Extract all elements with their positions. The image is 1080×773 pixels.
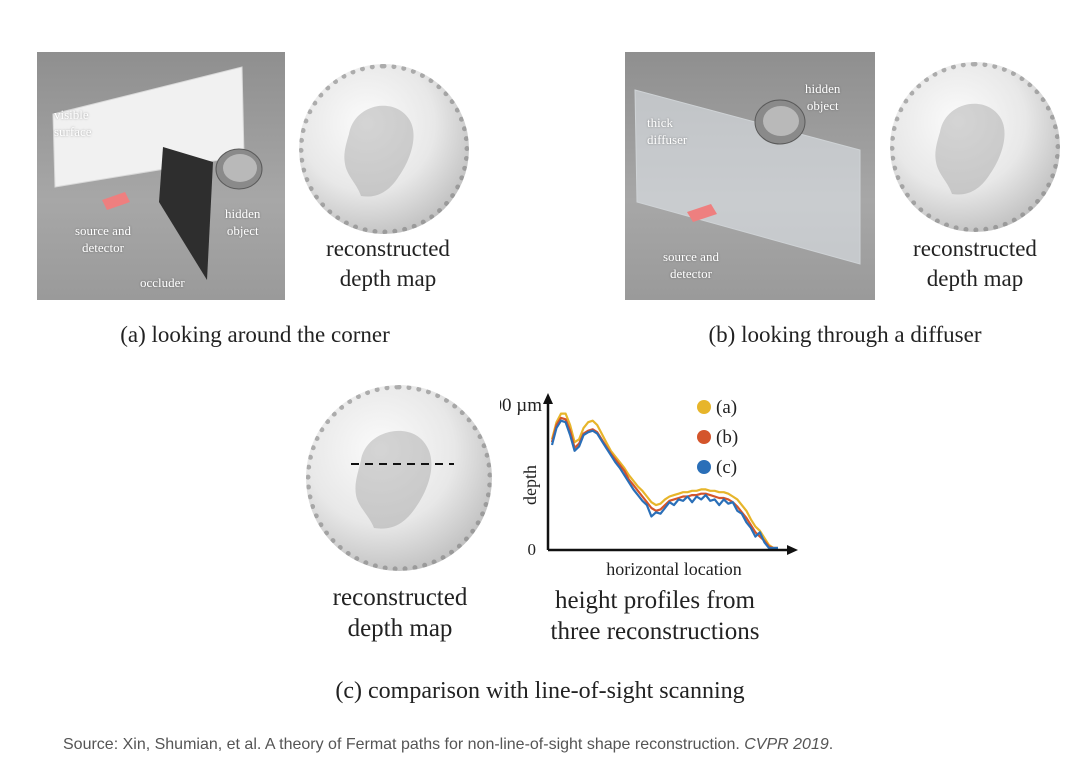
scene-a-geometry [37,52,285,300]
label-occluder: occluder [140,274,185,291]
scene-render-a: visible surface source and detector occl… [37,52,285,300]
label-thick-diffuser: thick diffuser [647,114,687,148]
depth-map-coin-c [306,385,492,571]
source-citation: Source: Xin, Shumian, et al. A theory of… [63,736,833,754]
label-source-detector: source and detector [75,222,131,256]
y-axis-arrow [543,393,553,404]
legend-label-1: (a) [716,397,737,418]
depth-map-caption-a: reconstructed depth map [303,234,473,294]
height-profile-chart: 500 µm 0 depth horizontal location (a) (b… [500,385,800,585]
source-venue: CVPR 2019 [744,736,829,753]
series-line-3 [552,421,778,548]
legend-label-2: (b) [716,427,738,448]
y-axis-label: depth [520,465,540,505]
scene-render-b: thick diffuser hidden object source and … [625,52,875,300]
label-hidden-object: hidden object [225,205,260,239]
caption-c: (c) comparison with line-of-sight scanni… [240,678,840,705]
occluder-plane [159,147,213,280]
series-line-2 [552,418,778,548]
label-visible-surface: visible surface [54,106,92,140]
coin-relief-b [890,62,1060,232]
label-hidden-object-b: hidden object [805,80,840,114]
legend-marker-2 [697,430,711,444]
caption-a: (a) looking around the corner [80,322,430,348]
legend: (a) (b) (c) [697,397,738,478]
hidden-coin-face-b [763,106,799,136]
legend-label-3: (c) [716,457,737,478]
depth-map-caption-c: reconstructed depth map [300,582,500,644]
depth-map-coin-a [299,64,469,234]
source-text: Source: Xin, Shumian, et al. A theory of… [63,736,744,753]
series-layer [552,414,778,548]
caption-b: (b) looking through a diffuser [670,322,1020,348]
depth-map-coin-b [890,62,1060,232]
legend-marker-3 [697,460,711,474]
source-suffix: . [829,736,833,753]
coin-relief-a [299,64,469,234]
x-axis-arrow [787,545,798,555]
hidden-coin-face [223,154,257,182]
coin-relief-c [306,385,492,571]
x-axis-label: horizontal location [606,559,741,579]
source-detector-box [102,192,130,210]
label-source-detector-b: source and detector [663,248,719,282]
plot-caption: height profiles from three reconstructio… [525,585,785,647]
depth-map-caption-b: reconstructed depth map [890,234,1060,294]
y-bottom-tick-label: 0 [528,540,537,559]
y-top-tick-label: 500 µm [500,395,542,416]
legend-marker-1 [697,400,711,414]
